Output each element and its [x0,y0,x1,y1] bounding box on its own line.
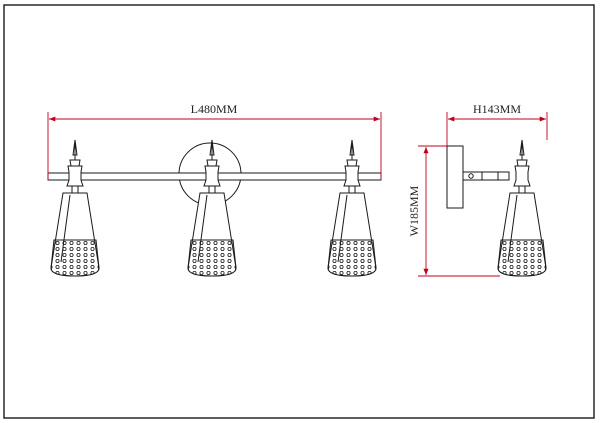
side-wall-plate [446,145,464,209]
spotlight-2 [187,139,237,277]
width-dimension [418,145,500,277]
spotlight-1 [50,139,100,277]
height-dimension [446,112,548,146]
front-view [47,139,382,277]
height-label: H143MM [473,102,521,116]
side-spotlight [497,139,547,277]
width-label: W185MM [407,185,421,236]
length-dimension [47,112,382,180]
length-label: L480MM [191,102,238,116]
side-view [446,139,547,277]
drawing-frame [3,4,595,419]
spotlight-3 [327,139,377,277]
